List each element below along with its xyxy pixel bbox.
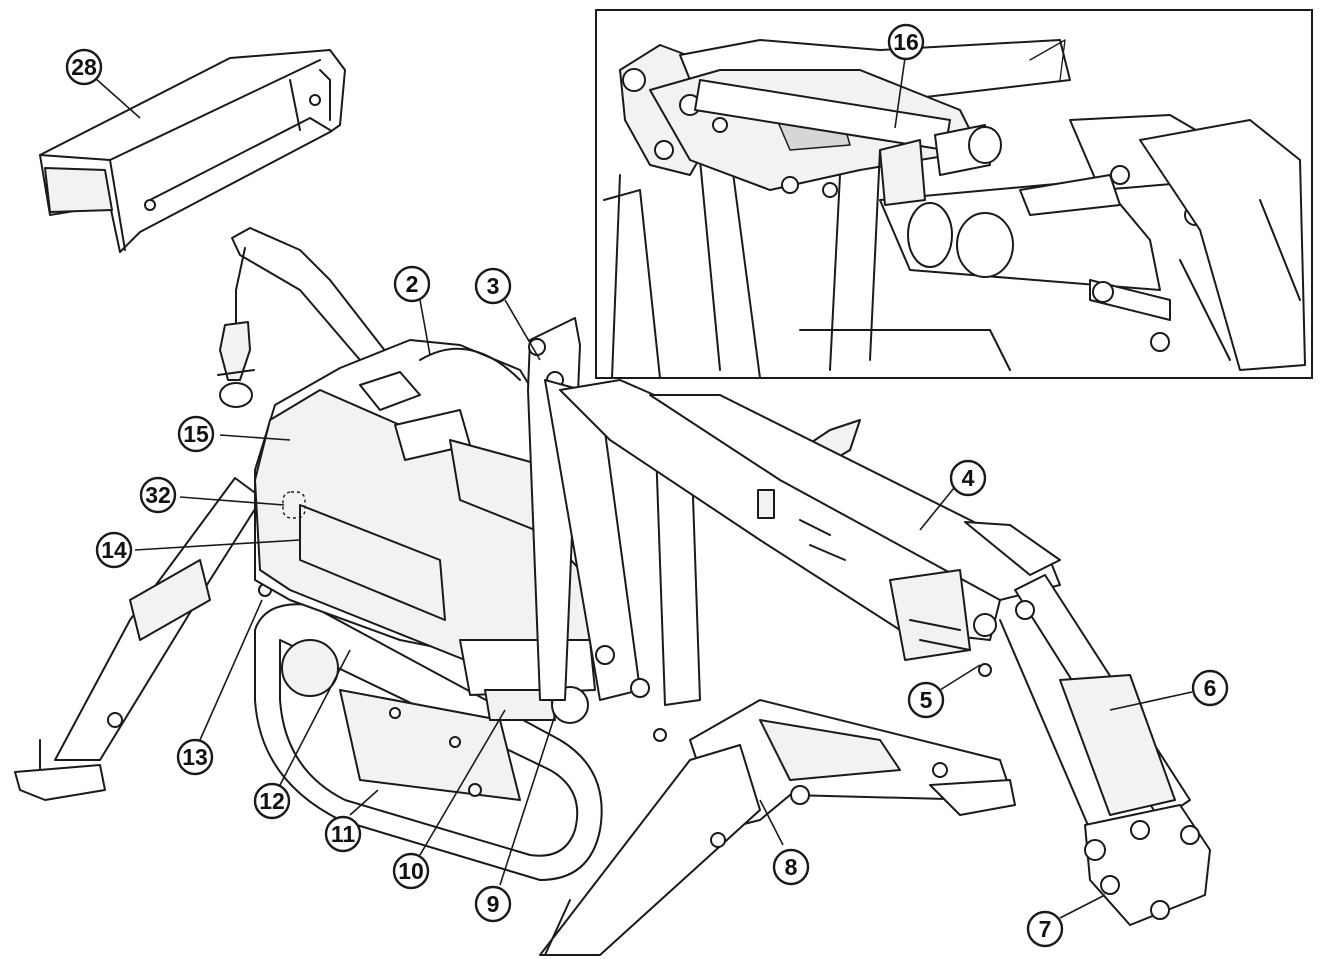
callout-label-6: 6 bbox=[1204, 675, 1217, 701]
callout-label-2: 2 bbox=[406, 271, 419, 297]
callout-label-3: 3 bbox=[487, 273, 500, 299]
inset-boom-drawing bbox=[603, 39, 1306, 379]
callout-6: 6 bbox=[1191, 669, 1229, 707]
callout-4: 4 bbox=[949, 459, 987, 497]
callout-label-9: 9 bbox=[487, 891, 500, 917]
callout-label-5: 5 bbox=[920, 687, 933, 713]
callout-label-15: 15 bbox=[183, 421, 209, 447]
callout-13: 13 bbox=[176, 738, 214, 776]
callout-32: 32 bbox=[139, 476, 177, 514]
callout-14: 14 bbox=[95, 531, 133, 569]
machine-body bbox=[254, 339, 601, 724]
track-assembly bbox=[254, 603, 603, 881]
callout-label-4: 4 bbox=[962, 465, 975, 491]
callout-label-12: 12 bbox=[259, 788, 285, 814]
callout-label-28: 28 bbox=[71, 54, 97, 80]
callout-label-16: 16 bbox=[893, 29, 919, 55]
callout-28: 28 bbox=[65, 48, 103, 86]
callout-label-32: 32 bbox=[145, 482, 171, 508]
boom-arms bbox=[527, 317, 1211, 926]
callout-label-10: 10 bbox=[398, 858, 424, 884]
callout-label-7: 7 bbox=[1039, 916, 1052, 942]
callout-8: 8 bbox=[772, 848, 810, 886]
leader-lines bbox=[94, 57, 1193, 919]
front-outriggers bbox=[539, 699, 1016, 956]
callout-3: 3 bbox=[474, 267, 512, 305]
callout-label-11: 11 bbox=[331, 821, 356, 847]
callout-label-13: 13 bbox=[182, 744, 208, 770]
remote-cable bbox=[217, 227, 406, 408]
callout-11: 11 bbox=[324, 815, 362, 853]
callout-5: 5 bbox=[907, 681, 945, 719]
callout-7: 7 bbox=[1026, 910, 1064, 948]
callout-9: 9 bbox=[474, 885, 512, 923]
left-outrigger bbox=[14, 477, 272, 801]
callout-10: 10 bbox=[392, 852, 430, 890]
callout-16: 16 bbox=[887, 23, 925, 61]
callout-15: 15 bbox=[177, 415, 215, 453]
cover-part bbox=[39, 49, 346, 253]
callout-label-14: 14 bbox=[101, 537, 127, 563]
callout-2: 2 bbox=[393, 265, 431, 303]
detail-inset bbox=[595, 9, 1313, 379]
callout-12: 12 bbox=[253, 782, 291, 820]
callout-label-8: 8 bbox=[785, 854, 798, 880]
